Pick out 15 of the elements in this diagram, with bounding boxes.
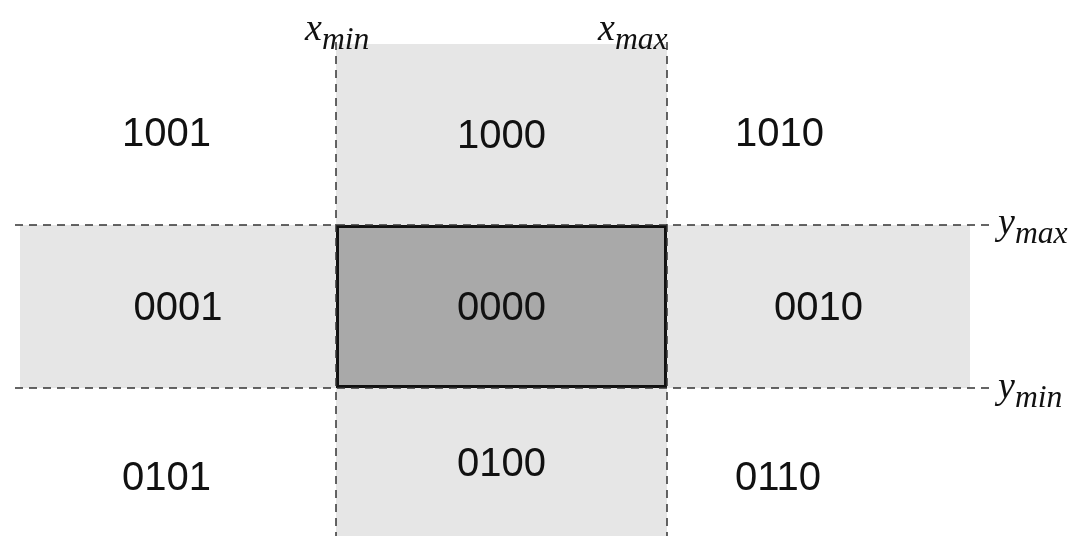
region-band bbox=[336, 388, 667, 536]
region-code: 0001 bbox=[133, 284, 223, 329]
region-code: 0101 bbox=[122, 456, 211, 496]
region-band bbox=[20, 225, 336, 388]
region-code: 0010 bbox=[774, 284, 863, 329]
region-code: 0000 bbox=[457, 284, 546, 329]
axis-bound-label: x$_{min}$ bbox=[305, 8, 370, 55]
region-code: 0100 bbox=[457, 439, 546, 485]
region-code: 1000 bbox=[457, 112, 546, 157]
clip-window bbox=[336, 225, 667, 388]
region-band bbox=[667, 225, 970, 388]
region-code: 1001 bbox=[122, 112, 211, 152]
region-code: 1010 bbox=[735, 112, 824, 152]
axis-bound-label: x$_{max}$ bbox=[598, 8, 668, 55]
region-code: 0110 bbox=[735, 456, 821, 496]
